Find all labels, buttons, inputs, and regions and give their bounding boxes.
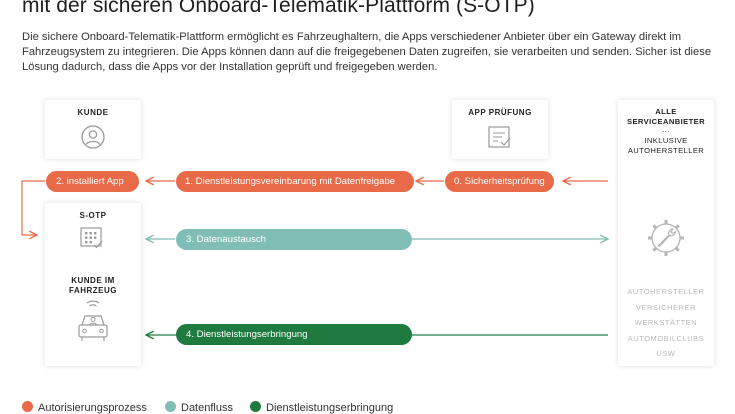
card-kunde-fahrzeug-label-1: KUNDE IM (71, 276, 115, 285)
legend-item-dataflow: Datenfluss (165, 401, 233, 414)
arrow-install-to-sotp (21, 180, 45, 235)
connected-car-icon (78, 300, 108, 341)
provider-line-4: INKLUSIVE (644, 136, 688, 145)
card-sotp-vehicle: S-OTP KUNDE IM FAHRZEUG (45, 203, 141, 366)
legend-label: Autorisierungsprozess (38, 402, 147, 414)
card-kunde-fahrzeug-label-2: FAHRZEUG (69, 286, 117, 295)
provider-list-item: AUTOMOBILCLUBS (627, 333, 705, 343)
step-4-pill: 4. Dienstleistungserbringung (176, 324, 412, 345)
device-grid-icon (80, 227, 103, 249)
card-provider: ALLE SERVICEANBIETER ... INKLUSIVE AUTOH… (618, 100, 714, 366)
provider-line-3: ... (662, 125, 670, 134)
provider-list-item: USW (656, 349, 676, 358)
provider-line-1: ALLE (655, 107, 677, 116)
user-icon (81, 125, 105, 149)
document-check-icon (488, 126, 511, 148)
provider-list-item: VERSICHERER (636, 302, 696, 312)
card-kunde: KUNDE (45, 100, 141, 159)
card-kunde-label: KUNDE (77, 108, 109, 117)
legend-dot-green (250, 401, 261, 412)
step-0-pill: 0. Sicherheitsprüfung (445, 171, 554, 192)
provider-line-2: SERVICEANBIETER (626, 117, 705, 126)
step-3-pill: 3. Datenaustausch (176, 229, 412, 250)
legend-label: Datenfluss (181, 402, 233, 414)
card-app-pruefung: APP PRÜFUNG (452, 100, 548, 159)
provider-list: AUTOHERSTELLER VERSICHERER WERKSTÄTTEN A… (618, 284, 714, 362)
description-text: Die sichere Onboard-Telematik-Plattform … (22, 31, 712, 74)
legend-dot-orange (22, 401, 33, 412)
provider-list-item: WERKSTÄTTEN (634, 318, 698, 327)
card-sotp-label: S-OTP (79, 211, 107, 220)
card-app-pruefung-label: APP PRÜFUNG (468, 108, 532, 117)
legend-item-service: Dienstleistungserbringung (250, 401, 393, 414)
page-title: mit der sicheren Onboard-Telematik-Platt… (22, 0, 535, 17)
step-1-pill: 1. Dienstleistungsvereinbarung mit Daten… (176, 171, 414, 192)
legend-label: Dienstleistungserbringung (266, 402, 394, 414)
legend-dot-teal (165, 401, 176, 412)
step-2-pill: 2. installiert App (46, 171, 139, 192)
provider-line-5: AUTOHERSTELLER (627, 146, 705, 155)
legend-item-authorization: Autorisierungsprozess (22, 401, 147, 414)
provider-list-item: AUTOHERSTELLER (627, 287, 705, 296)
wrench-gear-icon (648, 220, 684, 256)
